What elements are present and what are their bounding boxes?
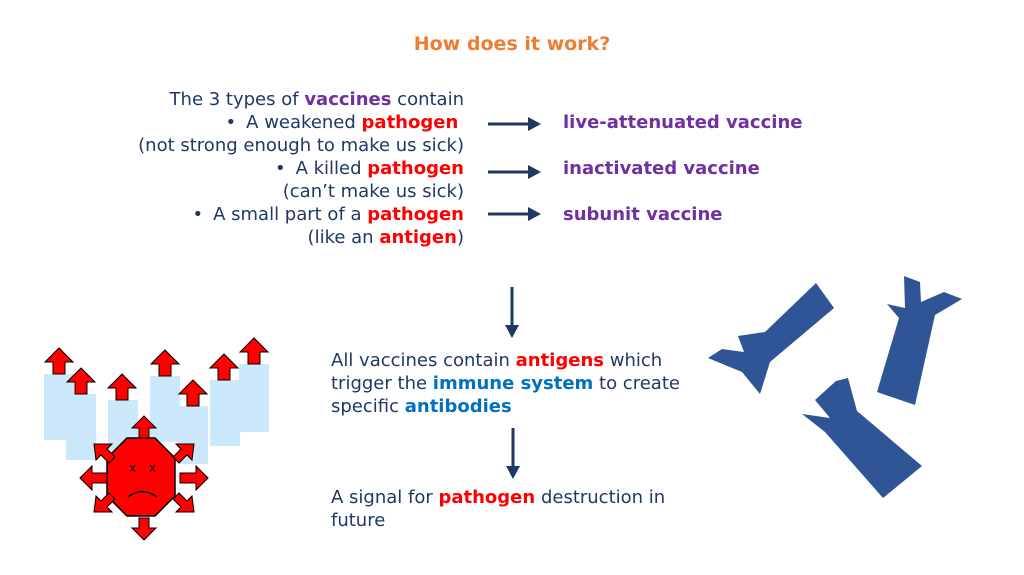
type-note-part: (like an antigen) <box>138 226 464 249</box>
type-note-weakened: (not strong enough to make us sick) <box>138 135 464 156</box>
svg-text:x: x <box>149 461 156 475</box>
para-text: destruction in <box>535 487 666 508</box>
antigens-term: antigens <box>515 350 604 371</box>
arrow-icon <box>506 428 520 479</box>
para-text: trigger the <box>331 373 433 394</box>
para-text: to create <box>593 373 680 394</box>
pathogen-term: pathogen <box>438 487 536 508</box>
intro-text-end: contain <box>391 89 464 110</box>
type-note-killed: (can’t make us sick) <box>282 181 464 202</box>
type-item-killed: • A killed pathogen <box>138 157 464 180</box>
inactivated-label: inactivated vaccine <box>563 158 760 179</box>
antigen-arrows <box>43 337 270 407</box>
item-text: A small part of a <box>213 204 368 225</box>
arrow-icon <box>488 165 541 179</box>
para-text: specific <box>331 396 405 417</box>
pathogen-term: pathogen <box>367 158 464 179</box>
para-text: All vaccines contain <box>331 350 516 371</box>
pathogen-face-icon: x x <box>79 415 209 541</box>
svg-text:x: x <box>129 461 136 475</box>
antibody-icon <box>708 276 962 498</box>
para-text: future <box>331 510 386 531</box>
para-text: A signal for <box>331 487 439 508</box>
arrow-icon <box>488 117 541 131</box>
bullet: • <box>274 158 286 179</box>
vaccines-term: vaccines <box>304 89 392 110</box>
live-attenuated-label: live-attenuated vaccine <box>563 112 803 133</box>
types-intro: The 3 types of vaccines contain <box>138 88 464 111</box>
type-item-part: • A small part of a pathogen <box>138 203 464 226</box>
antibodies-term: antibodies <box>404 396 512 417</box>
destruction-paragraph: A signal for pathogen destruction in fut… <box>331 486 665 532</box>
arrow-icon <box>505 287 519 338</box>
para-text: which <box>604 350 663 371</box>
intro-text: The 3 types of <box>169 89 305 110</box>
slide-title: How does it work? <box>413 33 611 55</box>
antigen-paragraph: All vaccines contain antigens which trig… <box>331 349 680 418</box>
pathogen-term: pathogen <box>361 112 459 133</box>
bullet: • <box>192 204 204 225</box>
immune-system-term: immune system <box>432 373 594 394</box>
note-text: (like an <box>307 227 380 248</box>
note-text-end: ) <box>456 227 464 248</box>
bullet: • <box>225 112 237 133</box>
antigen-term: antigen <box>379 227 457 248</box>
subunit-label: subunit vaccine <box>563 204 723 225</box>
item-text: A killed <box>295 158 368 179</box>
type-item-weakened: • A weakened pathogen <box>138 111 464 134</box>
item-text: A weakened <box>246 112 362 133</box>
arrow-icon <box>488 207 541 221</box>
cell-membrane-icon <box>44 364 269 466</box>
vaccine-types-list: The 3 types of vaccines contain • A weake… <box>138 88 464 249</box>
pathogen-term: pathogen <box>367 204 464 225</box>
